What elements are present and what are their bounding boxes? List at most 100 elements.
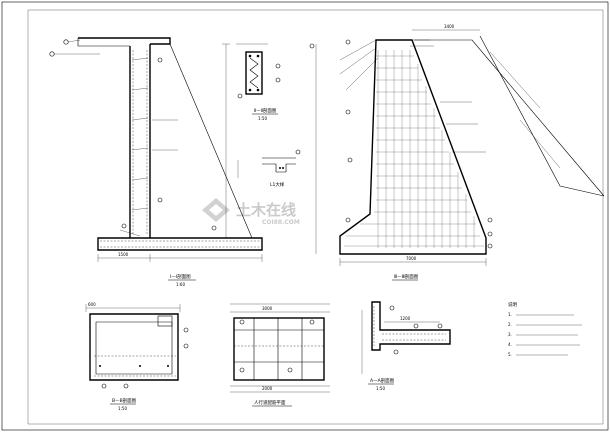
- callout-marker: [101, 383, 107, 389]
- notes-block: 说明 1. 2. 3. 4. 5.: [508, 301, 582, 357]
- callout-marker: [389, 305, 395, 311]
- base-slab: [97, 237, 263, 251]
- callout-marker: [275, 77, 281, 83]
- callout-marker: [295, 149, 301, 155]
- plan-view: 3000 2000 人行道配筋平面: [230, 303, 330, 407]
- section-a-outline: [371, 301, 451, 351]
- section-b-title: B—B剖面图: [112, 397, 137, 404]
- callout-marker: [487, 231, 493, 237]
- rebar-dot: [256, 54, 260, 58]
- callout-marker: [309, 43, 315, 49]
- callout-marker: [183, 343, 189, 349]
- callout-marker: [123, 383, 129, 389]
- dimension-line-slope: [519, 119, 561, 169]
- watermark-logo-inner: [209, 204, 223, 216]
- callout-marker: [345, 217, 351, 223]
- dimension-line-slope: [489, 51, 541, 109]
- note-line: 5.: [508, 352, 512, 357]
- dimension-label: 600: [88, 302, 96, 307]
- rebar-tie: [131, 117, 149, 121]
- section-1-view: 1500 Ⅰ—Ⅰ剖面图 1:60: [49, 37, 263, 287]
- callout-marker: [63, 39, 69, 45]
- rebar-dot: [256, 88, 260, 92]
- corner-block: [157, 315, 173, 327]
- rebar-dot: [282, 167, 284, 169]
- callout-marker: [157, 197, 163, 203]
- watermark-subtext: COI88.COM: [262, 219, 300, 226]
- callout-marker: [487, 243, 493, 249]
- section-b-scale: 1:50: [118, 406, 127, 411]
- section-3-view: 3400 7000 Ⅲ—Ⅲ剖面图: [309, 24, 605, 281]
- callout-marker: [393, 349, 399, 355]
- leader-line: [119, 229, 141, 237]
- section-a-view: 1200 A—A剖面图 1:50: [361, 301, 451, 391]
- stirrup-zigzag: [249, 57, 259, 89]
- rebar-tie: [131, 147, 149, 151]
- section-1-scale: 1:60: [176, 282, 185, 287]
- note-line: 3.: [508, 332, 512, 337]
- callout-marker: [237, 93, 243, 99]
- rebar-tie: [131, 207, 149, 211]
- callout-marker: [157, 57, 163, 63]
- dimension-label: 1200: [400, 316, 411, 321]
- section-3-title: Ⅲ—Ⅲ剖面图: [394, 273, 419, 280]
- beam-label: L1大样: [270, 181, 285, 188]
- leader-line: [339, 47, 377, 75]
- callout-marker: [487, 217, 493, 223]
- callout-marker: [309, 319, 315, 325]
- callout-marker: [239, 319, 245, 325]
- rebar-tie: [131, 87, 149, 91]
- top-slab: [78, 37, 171, 45]
- slope-line: [169, 43, 253, 239]
- inner-frame: [27, 9, 604, 425]
- leader-line: [345, 57, 379, 91]
- notes-heading: 说明: [508, 301, 517, 308]
- section-2-scale: 1:50: [258, 116, 267, 121]
- callout-marker: [287, 367, 293, 373]
- rebar-dot: [139, 365, 141, 367]
- callout-marker: [121, 223, 127, 229]
- callout-marker: [211, 225, 217, 231]
- section-2-view: Ⅱ—Ⅱ剖面图 1:50: [236, 43, 281, 121]
- callout-marker: [347, 157, 353, 163]
- beam-outline: [245, 51, 263, 95]
- section-a-scale: 1:50: [376, 386, 385, 391]
- callout-marker: [275, 63, 281, 69]
- rebar-tie: [131, 57, 149, 61]
- dimension-label: 7000: [406, 256, 417, 261]
- wall-body-outline: [339, 39, 487, 255]
- dimension-label: 2000: [262, 386, 273, 391]
- rebar-dot: [167, 365, 169, 367]
- note-line: 1.: [508, 312, 512, 317]
- callout-marker: [239, 367, 245, 373]
- beam-detail-view: L1大样: [237, 149, 301, 188]
- top-slab-bottom: [77, 38, 130, 47]
- section-1-title: Ⅰ—Ⅰ剖面图: [170, 273, 191, 280]
- callout-marker: [437, 323, 443, 329]
- box-inner: [95, 321, 173, 375]
- leader-line: [67, 39, 81, 43]
- rebar-dot: [279, 167, 281, 169]
- plan-title: 人行道配筋平面: [254, 399, 286, 406]
- callout-marker: [345, 109, 351, 115]
- rebar-dot: [248, 88, 252, 92]
- box-outline: [89, 313, 179, 381]
- rebar-tie: [131, 177, 149, 181]
- embankment-line: [414, 39, 605, 197]
- leader-line: [339, 39, 377, 61]
- dimension-label: 3400: [444, 24, 455, 29]
- rebar-dot: [248, 54, 252, 58]
- callout-marker: [49, 51, 55, 57]
- beam-shape: [262, 157, 296, 173]
- section-b-view: 600 B—B剖面图 1:50: [85, 302, 189, 411]
- callout-marker: [183, 327, 189, 333]
- section-a-title: A—A剖面图: [370, 377, 395, 384]
- watermark-text: 土木在线: [236, 201, 296, 219]
- plan-outline: [233, 317, 325, 381]
- dimension-label: 3000: [262, 306, 273, 311]
- dimension-label: 1500: [118, 252, 129, 257]
- note-line: 2.: [508, 322, 512, 327]
- rebar-mesh: [344, 50, 484, 248]
